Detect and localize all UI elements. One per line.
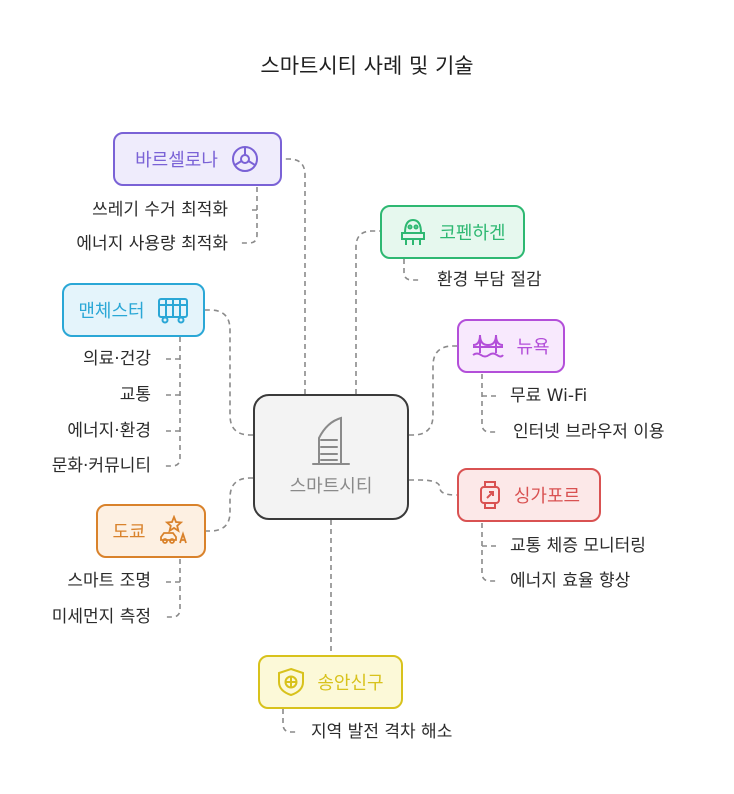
tokyo-item-1: 스마트 조명 [67,571,151,591]
robot-icon [401,218,426,245]
building-icon [312,416,350,465]
node-tokyo-label: 도쿄 [112,522,146,543]
smartwatch-icon [479,481,500,509]
wire-barcelona-items [240,187,258,244]
wire-manchester-items [164,337,181,467]
manchester-item-2: 교통 [119,385,151,405]
wire-center-manchester [205,309,253,436]
tram-icon [157,298,188,324]
wire-center-barcelona [283,158,306,394]
node-newyork[interactable]: 뉴욕 [457,319,565,373]
chart-wheel-icon [231,146,258,172]
node-copenhagen-label: 코펜하겐 [439,223,506,244]
barcelona-item-2: 에너지 사용량 최적화 [76,234,228,254]
singapore-item-2: 에너지 효율 향상 [510,571,631,591]
wire-singapore-items [481,523,498,582]
car-star-icon [159,515,187,544]
node-singapore-label: 싱가포르 [513,486,581,507]
node-singapore[interactable]: 싱가포르 [457,468,601,522]
wire-center-newyork [409,345,457,436]
node-songdo[interactable]: 송안신구 [258,655,403,709]
manchester-item-4: 문화·커뮤니티 [51,456,151,476]
tokyo-item-2: 미세먼지 측정 [51,607,151,627]
shield-badge-icon [278,667,305,697]
wire-center-singapore [409,479,458,496]
manchester-item-3: 에너지·환경 [67,421,151,441]
node-manchester-label: 맨체스터 [78,301,145,322]
center-node[interactable]: 스마트시티 [253,394,409,520]
manchester-item-1: 의료·건강 [83,349,151,369]
node-manchester[interactable]: 맨체스터 [62,283,205,337]
center-label: 스마트시티 [289,476,373,497]
wire-newyork-items [481,374,498,433]
wire-tokyo-items [164,559,181,618]
bridge-icon [472,334,505,358]
node-copenhagen[interactable]: 코펜하겐 [380,205,525,259]
wire-songdo-items [282,709,299,733]
newyork-item-2: 인터넷 브라우저 이용 [513,422,665,442]
wire-center-copenhagen [355,230,381,394]
node-songdo-label: 송안신구 [317,673,384,694]
songdo-item-1: 지역 발전 격차 해소 [311,722,453,742]
node-newyork-label: 뉴욕 [516,337,550,358]
page-title: 스마트시티 사례 및 기술 [260,54,474,78]
node-barcelona[interactable]: 바르셀로나 [113,132,282,186]
node-barcelona-label: 바르셀로나 [135,150,218,171]
barcelona-item-1: 쓰레기 수거 최적화 [92,200,228,220]
wire-center-tokyo [206,477,253,532]
singapore-item-1: 교통 체증 모니터링 [510,536,646,556]
wire-copenhagen-items [403,259,420,281]
copenhagen-item-1: 환경 부담 절감 [437,270,542,290]
newyork-item-1: 무료 Wi-Fi [510,386,588,406]
node-tokyo[interactable]: 도쿄 [96,504,206,558]
